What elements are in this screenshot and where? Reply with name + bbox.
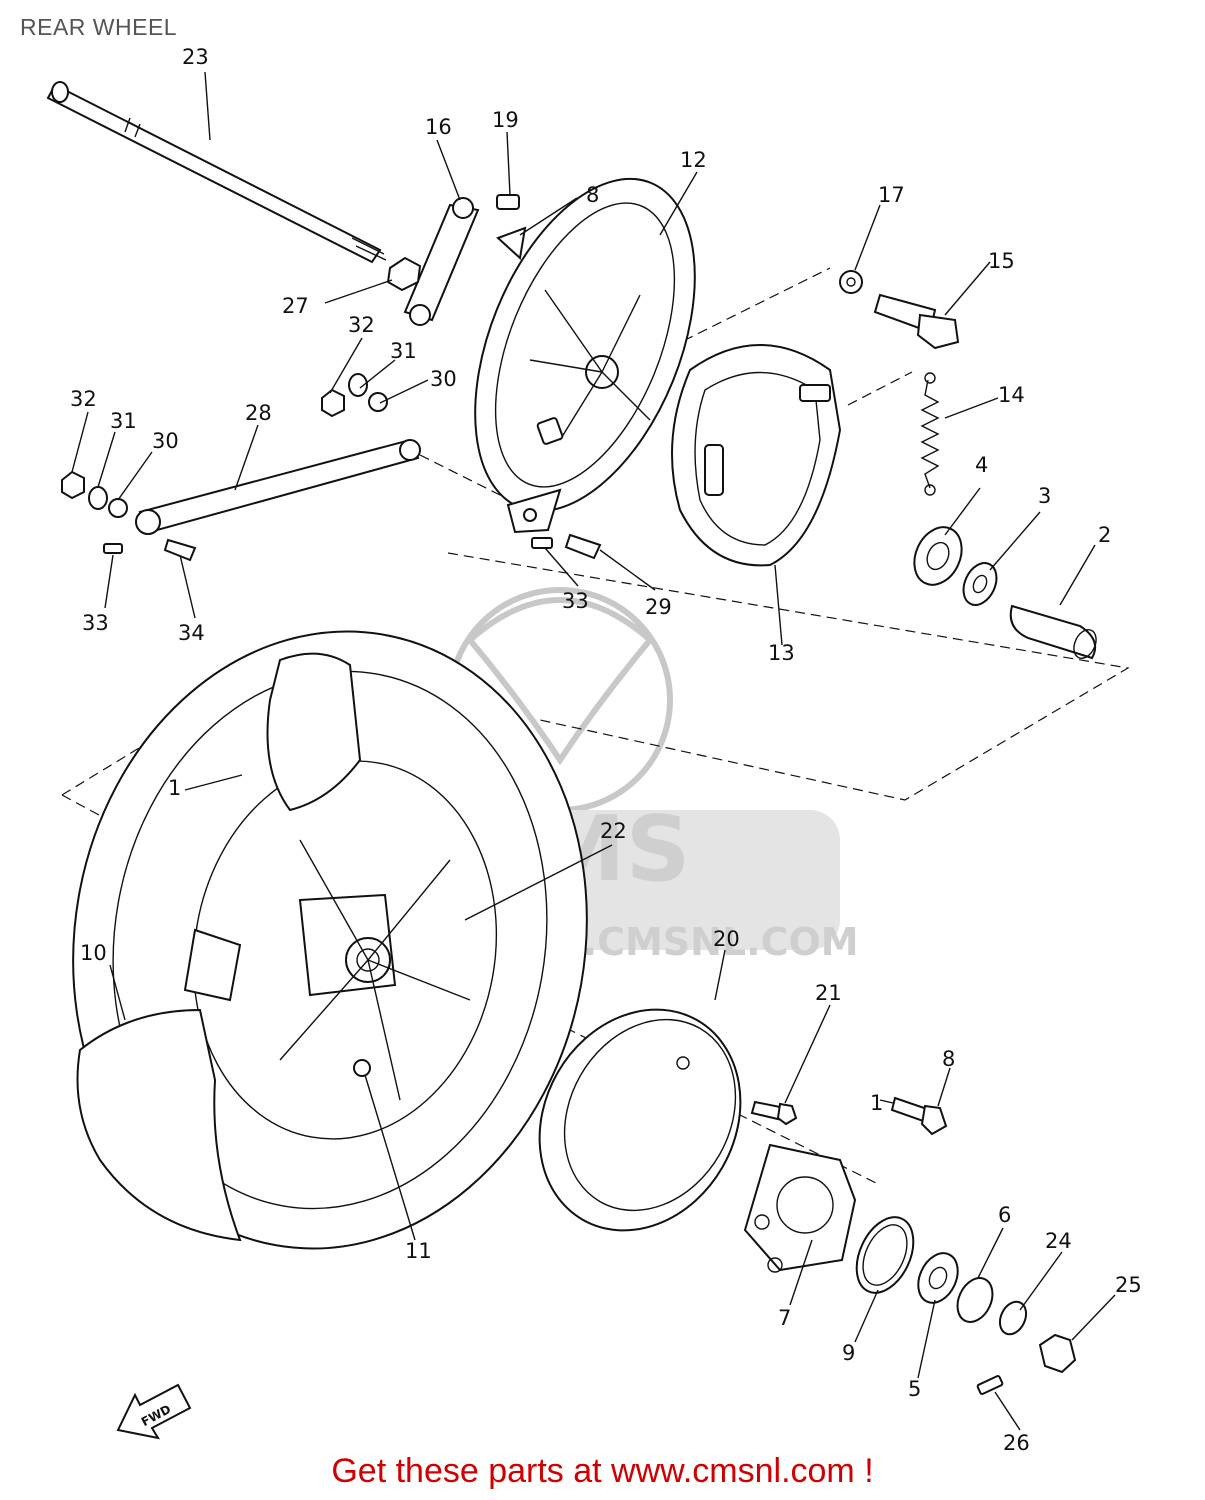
- part-7-flange: [743, 1143, 857, 1273]
- part-20-ring: [538, 1008, 742, 1232]
- callout-24: 24: [1045, 1229, 1072, 1253]
- footer-link[interactable]: Get these parts at www.cmsnl.com !: [331, 1452, 874, 1490]
- callout-1-bolt: 1: [870, 1091, 883, 1115]
- bolts-21-8: [750, 1096, 948, 1136]
- part-23-axle: [46, 81, 387, 264]
- callout-21: 21: [815, 981, 842, 1005]
- callout-17: 17: [878, 183, 905, 207]
- callout-30-upper: 30: [430, 367, 457, 391]
- callout-9: 9: [842, 1341, 855, 1365]
- callout-10: 10: [80, 941, 107, 965]
- callout-4: 4: [975, 453, 988, 477]
- callout-19: 19: [492, 108, 519, 132]
- callout-14: 14: [998, 383, 1025, 407]
- part-12-brake-plate: [474, 177, 696, 534]
- part-16-cam-lever: [403, 197, 480, 326]
- callout-23: 23: [182, 45, 209, 69]
- rear-wheel-assembly: [72, 630, 588, 1250]
- callout-5: 5: [908, 1377, 921, 1401]
- callout-33-right: 33: [562, 589, 589, 613]
- footer-cta: Get these parts at www.cmsnl.com !: [0, 1452, 1205, 1491]
- callout-8: 8: [942, 1047, 955, 1071]
- parts-9-5-6-24-25-26: [855, 1216, 1077, 1395]
- callout-18: 8: [586, 183, 599, 207]
- callout-13: 13: [768, 641, 795, 665]
- callout-28: 28: [245, 401, 272, 425]
- callout-29: 29: [645, 595, 672, 619]
- callout-27: 27: [282, 294, 309, 318]
- callout-30-lower: 30: [152, 429, 179, 453]
- callout-31-upper: 31: [390, 339, 417, 363]
- callout-7: 7: [778, 1306, 791, 1330]
- part-14-spring: [920, 372, 940, 496]
- callout-33-left: 33: [82, 611, 109, 635]
- callout-32-upper: 32: [348, 313, 375, 337]
- callout-25: 25: [1115, 1273, 1142, 1297]
- forward-arrow-icon: FWD: [116, 1383, 192, 1440]
- callout-11: 11: [405, 1239, 432, 1263]
- callout-3: 3: [1038, 484, 1051, 508]
- callout-12: 12: [680, 148, 707, 172]
- callout-26: 26: [1003, 1431, 1030, 1455]
- callout-22: 22: [600, 819, 627, 843]
- callout-32-lower: 32: [70, 387, 97, 411]
- callout-labels: 23 16 19 8 12 17 15 14 4 3 2 27 32 31 30…: [70, 45, 1142, 1455]
- part-13-brake-shoes: [671, 344, 842, 567]
- callout-31-lower: 31: [110, 409, 137, 433]
- part-28-torque-arm: [61, 373, 602, 562]
- part-2-3-4-bearing-spacer: [913, 526, 1097, 660]
- callout-6: 6: [998, 1203, 1011, 1227]
- callout-2: 2: [1098, 523, 1111, 547]
- part-15-17-camshaft: [839, 270, 960, 350]
- callout-15: 15: [988, 249, 1015, 273]
- callout-1-wheel: 1: [168, 776, 181, 800]
- callout-16: 16: [425, 115, 452, 139]
- callout-20: 20: [713, 927, 740, 951]
- page-title: REAR WHEEL: [20, 14, 178, 40]
- leader-lines: [71, 71, 1116, 1431]
- callout-34: 34: [178, 621, 205, 645]
